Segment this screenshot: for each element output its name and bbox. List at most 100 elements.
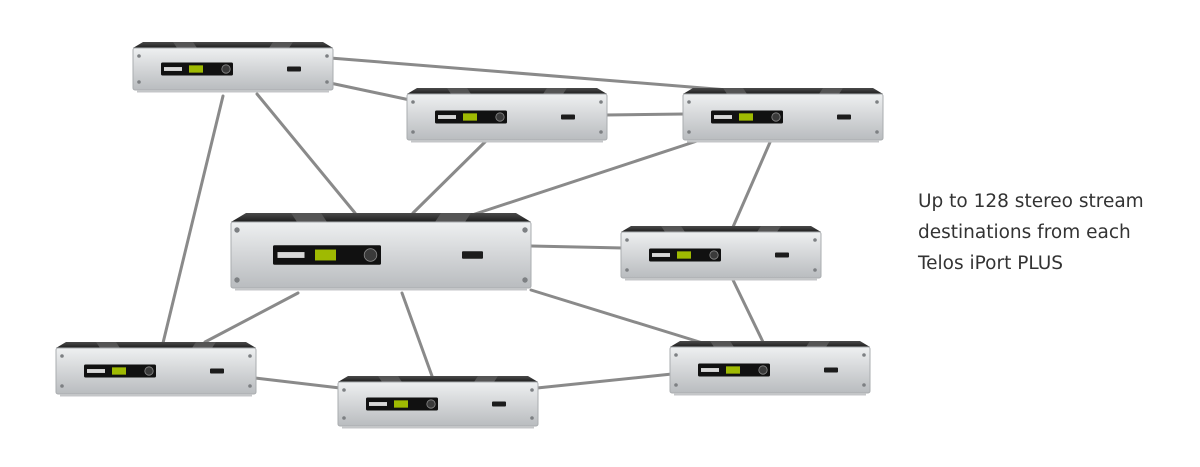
- panel-logo-mark: [87, 369, 105, 373]
- caption: Up to 128 stereo stream destinations fro…: [918, 186, 1188, 279]
- chassis-vent: [269, 42, 293, 48]
- connection-line: [328, 81, 412, 102]
- connection-line: [603, 112, 687, 117]
- screw-hole: [862, 353, 866, 357]
- chassis-shadow: [342, 426, 534, 429]
- front-port: [824, 367, 838, 373]
- connection-line: [529, 244, 625, 250]
- screw-hole: [813, 268, 817, 272]
- screw-hole: [234, 227, 240, 233]
- iport-device: [669, 341, 871, 396]
- screw-hole: [599, 130, 603, 134]
- chassis-vent: [435, 213, 471, 222]
- iport-device: [682, 88, 884, 143]
- screw-hole: [625, 268, 629, 272]
- chassis-top: [338, 376, 538, 382]
- chassis-top: [407, 88, 607, 94]
- connection-line: [535, 372, 674, 390]
- screw-hole: [248, 354, 252, 358]
- control-knob: [426, 399, 436, 409]
- screw-hole: [625, 238, 629, 242]
- screw-hole: [599, 100, 603, 104]
- chassis-vent: [447, 88, 471, 94]
- chassis-top: [231, 213, 531, 222]
- chassis-vent: [806, 341, 830, 347]
- screw-hole: [248, 384, 252, 388]
- screw-hole: [530, 388, 534, 392]
- caption-line-3: Telos iPort PLUS: [918, 253, 1064, 274]
- front-port: [837, 114, 851, 120]
- chassis-vent: [723, 88, 747, 94]
- screw-hole: [687, 100, 691, 104]
- chassis-vent: [474, 376, 498, 382]
- screw-hole: [137, 54, 141, 58]
- status-screen: [189, 65, 203, 73]
- status-screen: [726, 366, 740, 374]
- chassis-top: [133, 42, 333, 48]
- screw-hole: [530, 416, 534, 420]
- front-port: [561, 114, 575, 120]
- chassis-shadow: [60, 394, 252, 397]
- connection-line: [255, 92, 357, 215]
- chassis-vent: [757, 226, 781, 232]
- connection-line: [253, 376, 342, 390]
- connection-lines: [161, 56, 773, 390]
- status-screen: [112, 367, 126, 375]
- screw-hole: [674, 383, 678, 387]
- screw-hole: [522, 227, 528, 233]
- front-port: [287, 66, 301, 72]
- chassis-vent: [819, 88, 843, 94]
- iport-device: [620, 226, 822, 281]
- screw-hole: [137, 80, 141, 84]
- chassis-shadow: [235, 288, 527, 291]
- screw-hole: [522, 277, 528, 283]
- screw-hole: [234, 277, 240, 283]
- status-screen: [739, 113, 753, 121]
- screw-hole: [813, 238, 817, 242]
- chassis-top: [56, 342, 256, 348]
- control-knob: [221, 64, 231, 74]
- screw-hole: [411, 100, 415, 104]
- chassis-vent: [291, 213, 327, 222]
- status-screen: [463, 113, 477, 121]
- chassis-top: [683, 88, 883, 94]
- chassis-shadow: [137, 90, 329, 93]
- front-port: [775, 252, 789, 258]
- chassis-vent: [661, 226, 685, 232]
- chassis-shadow: [625, 278, 817, 281]
- chassis-shadow: [687, 140, 879, 143]
- screw-hole: [687, 130, 691, 134]
- control-knob: [709, 250, 719, 260]
- connection-line: [731, 278, 765, 344]
- screw-hole: [862, 383, 866, 387]
- iport-device: [230, 213, 532, 291]
- chassis-vent: [96, 342, 120, 348]
- control-knob: [495, 112, 505, 122]
- chassis-vent: [192, 342, 216, 348]
- control-knob: [144, 366, 154, 376]
- iport-device: [132, 42, 334, 93]
- panel-logo-mark: [164, 67, 182, 71]
- chassis-vent: [710, 341, 734, 347]
- chassis-vent: [378, 376, 402, 382]
- connection-line: [203, 291, 300, 344]
- devices: [55, 42, 884, 429]
- chassis-vent: [543, 88, 567, 94]
- panel-logo-mark: [701, 368, 719, 372]
- screw-hole: [60, 384, 64, 388]
- iport-device: [55, 342, 257, 397]
- caption-line-2: destinations from each: [918, 222, 1131, 243]
- chassis-shadow: [674, 393, 866, 396]
- connection-line: [328, 56, 730, 92]
- panel-logo-mark: [714, 115, 732, 119]
- status-screen: [394, 400, 408, 408]
- control-knob: [771, 112, 781, 122]
- control-knob: [363, 248, 378, 262]
- front-port: [462, 251, 483, 259]
- connection-line: [411, 138, 489, 215]
- chassis-top: [621, 226, 821, 232]
- chassis-top: [670, 341, 870, 347]
- panel-logo-mark: [438, 115, 456, 119]
